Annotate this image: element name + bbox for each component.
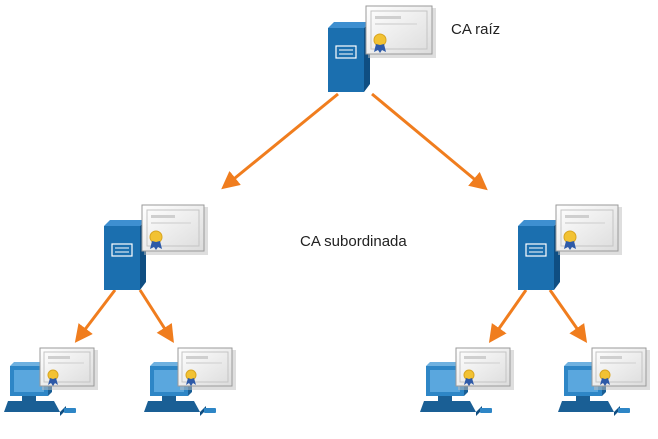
subordinate-ca-right-certificate-icon [555, 204, 622, 255]
root-ca-label: CA raíz [451, 21, 501, 38]
client-4-certificate-icon [591, 347, 650, 390]
subordinate-ca-left-server-icon [104, 220, 146, 290]
subordinate-ca-label: CA subordinada [300, 233, 407, 250]
root-ca-certificate-icon [365, 5, 436, 58]
subordinate-ca-right-server-icon [518, 220, 560, 290]
arrow-root-to-subordinate-right [371, 92, 488, 191]
arrow-subordinate-left-to-client-2 [138, 289, 174, 344]
subordinate-ca-left-certificate-icon [141, 204, 208, 255]
arrows [74, 92, 588, 344]
client-1-certificate-icon [39, 347, 98, 390]
client-2-certificate-icon [177, 347, 236, 390]
client-3-certificate-icon [455, 347, 514, 390]
arrow-root-to-subordinate-left [221, 92, 339, 190]
arrow-subordinate-right-to-client-3 [488, 289, 528, 343]
root-ca-server-icon [328, 22, 370, 92]
arrow-subordinate-left-to-client-1 [74, 289, 117, 343]
arrow-subordinate-right-to-client-4 [548, 289, 588, 343]
